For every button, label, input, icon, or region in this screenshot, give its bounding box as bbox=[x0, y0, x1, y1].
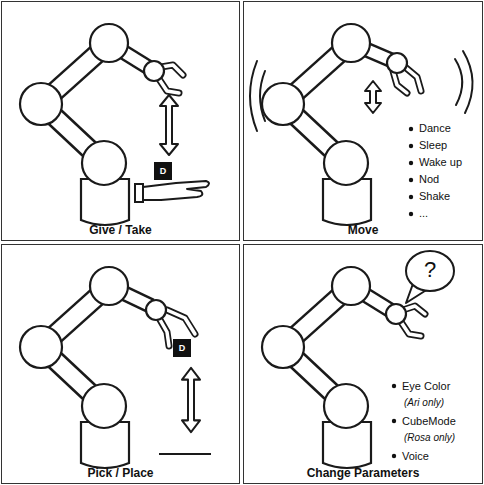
robot-link bbox=[109, 43, 151, 69]
robot-joint bbox=[90, 267, 128, 305]
robot-arm bbox=[20, 43, 129, 225]
robot-link bbox=[109, 286, 151, 306]
note-text: (Ari only) bbox=[404, 396, 444, 410]
bullet bbox=[392, 419, 396, 423]
list-item: CubeMode bbox=[402, 414, 456, 428]
double-arrow bbox=[160, 95, 178, 155]
gripper bbox=[159, 65, 183, 93]
double-arrow bbox=[182, 368, 200, 432]
bullet bbox=[409, 161, 413, 165]
robot-joint bbox=[90, 24, 128, 62]
give-take-illustration bbox=[20, 24, 209, 225]
bullet bbox=[409, 127, 413, 131]
list-item: Sleep bbox=[419, 138, 447, 152]
bullet bbox=[392, 454, 396, 458]
speech-bubble: ? bbox=[404, 249, 456, 305]
bullet bbox=[409, 144, 413, 148]
list-item: Nod bbox=[419, 172, 439, 186]
robot-link bbox=[109, 43, 151, 69]
cube: D bbox=[173, 339, 191, 357]
panel-caption: Move bbox=[244, 223, 482, 237]
list-item: Shake bbox=[419, 189, 450, 203]
motion-lines bbox=[455, 51, 473, 113]
list-item: Dance bbox=[419, 121, 451, 135]
gripper bbox=[393, 67, 421, 93]
panel: Give / Take D bbox=[1, 1, 240, 241]
surface-line bbox=[159, 453, 211, 455]
robot-link bbox=[351, 43, 393, 61]
panel-caption: Pick / Place bbox=[2, 466, 239, 480]
list-item: Eye Color bbox=[402, 379, 450, 393]
hand bbox=[143, 181, 209, 200]
panel: Move bbox=[243, 1, 483, 241]
gripper bbox=[393, 67, 421, 93]
gripper bbox=[401, 306, 425, 336]
cube-letter: D bbox=[174, 340, 190, 356]
list-item: ... bbox=[419, 206, 428, 220]
panel-caption: Change Parameters bbox=[244, 466, 482, 480]
robot-arm bbox=[262, 43, 371, 225]
move-illustration bbox=[250, 24, 473, 225]
bullet bbox=[392, 384, 396, 388]
double-arrow bbox=[365, 81, 381, 113]
robot-link bbox=[351, 286, 393, 312]
gripper bbox=[159, 65, 183, 93]
robot-joint bbox=[332, 24, 370, 62]
robot-joint bbox=[387, 53, 407, 73]
robot-joint bbox=[144, 61, 164, 81]
bullet bbox=[409, 178, 413, 182]
change-parameters-illustration bbox=[262, 267, 425, 468]
list-item: Voice bbox=[402, 449, 429, 463]
robot-link bbox=[351, 43, 393, 61]
bullet bbox=[409, 212, 413, 216]
robot-arm bbox=[20, 286, 129, 468]
bullet bbox=[409, 195, 413, 199]
list-item: Wake up bbox=[419, 155, 462, 169]
robot-arm bbox=[262, 286, 371, 468]
gripper bbox=[401, 306, 425, 336]
hand-cuff bbox=[135, 184, 143, 202]
cube-letter: D bbox=[155, 163, 171, 179]
robot-link bbox=[109, 286, 151, 306]
motion-lines bbox=[250, 61, 265, 131]
robot-joint bbox=[146, 300, 166, 320]
robot-joint bbox=[332, 267, 370, 305]
note-text: (Rosa only) bbox=[404, 431, 455, 445]
robot-joint bbox=[386, 304, 406, 324]
cube: D bbox=[154, 162, 172, 180]
panel: Pick / Place D bbox=[1, 244, 240, 484]
bubble-text: ? bbox=[404, 257, 456, 283]
panel-caption: Give / Take bbox=[2, 223, 239, 237]
pick-place-illustration bbox=[20, 267, 211, 468]
robot-link bbox=[351, 286, 393, 312]
panel: Change Parameters? bbox=[243, 244, 483, 484]
